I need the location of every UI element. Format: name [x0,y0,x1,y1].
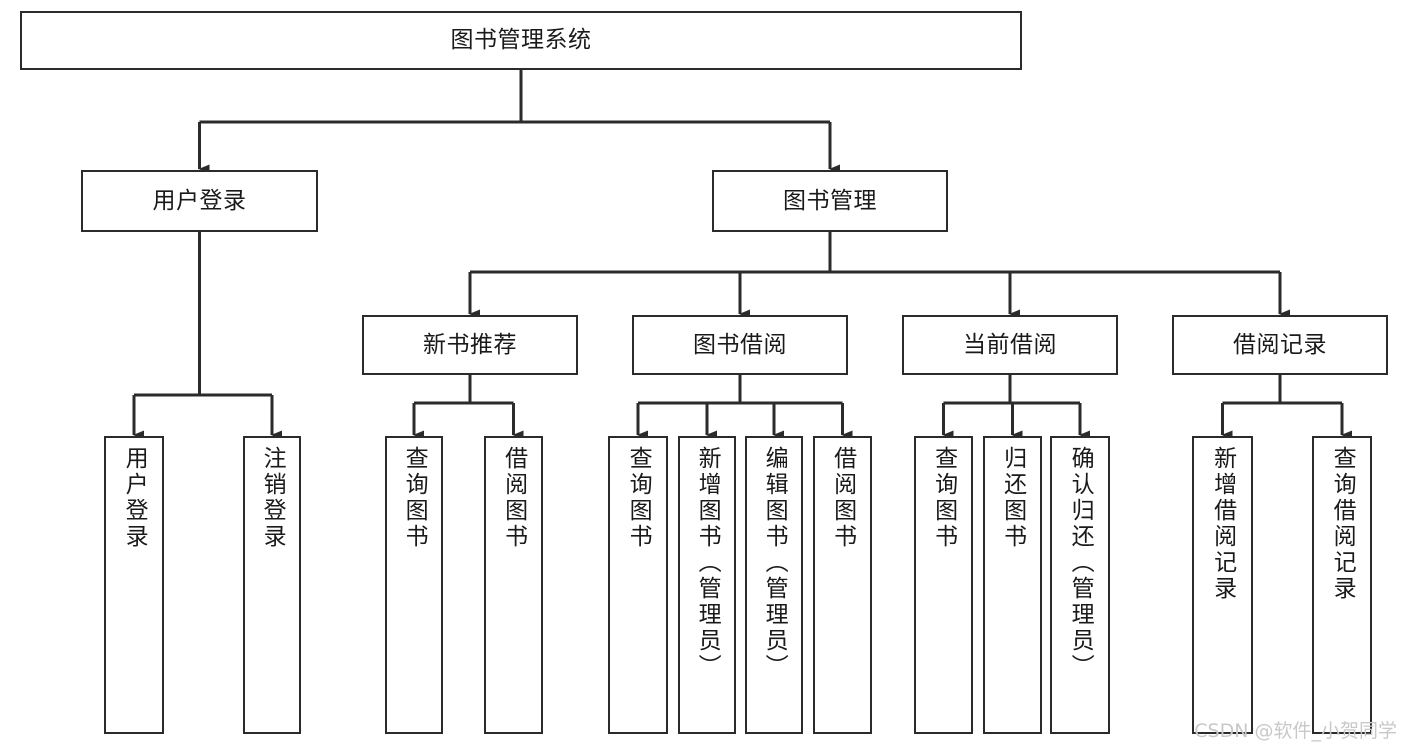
node-leaf-bor-2[interactable]: 新增图书（管理员） [678,436,736,734]
node-login[interactable]: 用户登录 [81,170,318,232]
node-label: 新增借阅记录 [1209,446,1236,602]
node-label: 当前借阅 [963,331,1057,358]
node-borrow[interactable]: 图书借阅 [632,315,848,375]
node-label: 新增图书（管理员） [694,446,721,680]
node-label: 图书管理系统 [450,27,592,54]
node-label: 借阅记录 [1233,331,1327,358]
node-leaf-cur-3[interactable]: 确认归还（管理员） [1050,436,1110,734]
node-record[interactable]: 借阅记录 [1172,315,1388,375]
node-leaf-cur-2[interactable]: 归还图书 [983,436,1042,734]
node-label: 借阅图书 [500,446,527,550]
connector-group [132,70,1352,440]
node-label: 用户登录 [121,446,148,550]
node-leaf-rec-2[interactable]: 查询借阅记录 [1312,436,1372,734]
node-leaf-login-1[interactable]: 用户登录 [104,436,164,734]
node-bookmgmt[interactable]: 图书管理 [712,170,948,232]
node-leaf-new-2[interactable]: 借阅图书 [484,436,543,734]
node-leaf-new-1[interactable]: 查询图书 [385,436,443,734]
node-label: 借阅图书 [829,446,856,550]
node-label: 查询图书 [930,446,957,550]
node-label: 图书管理 [783,187,877,214]
node-label: 用户登录 [152,187,247,214]
node-label: 图书借阅 [693,331,787,358]
node-root[interactable]: 图书管理系统 [20,11,1022,70]
node-label: 查询图书 [625,446,652,550]
node-label: 注销登录 [259,446,286,550]
node-label: 编辑图书（管理员） [761,446,788,680]
node-leaf-bor-1[interactable]: 查询图书 [608,436,668,734]
node-newbook[interactable]: 新书推荐 [362,315,578,375]
node-label: 确认归还（管理员） [1067,446,1094,680]
node-leaf-bor-3[interactable]: 编辑图书（管理员） [745,436,803,734]
node-label: 查询图书 [401,446,428,550]
node-current[interactable]: 当前借阅 [902,315,1118,375]
node-label: 归还图书 [999,446,1026,550]
node-leaf-cur-1[interactable]: 查询图书 [914,436,973,734]
node-label: 查询借阅记录 [1329,446,1356,602]
node-label: 新书推荐 [423,331,517,358]
node-leaf-bor-4[interactable]: 借阅图书 [813,436,872,734]
node-leaf-rec-1[interactable]: 新增借阅记录 [1192,436,1253,734]
node-leaf-login-2[interactable]: 注销登录 [243,436,301,734]
